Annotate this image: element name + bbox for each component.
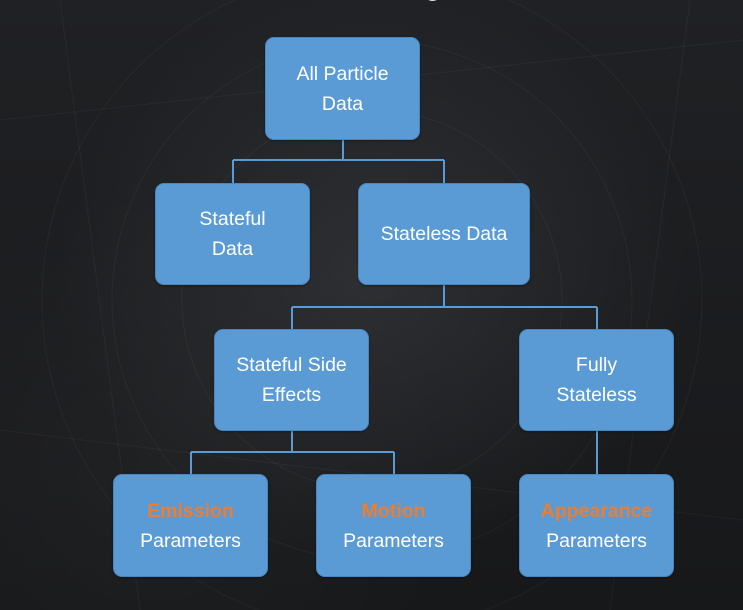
node-stateless-data: Stateless Data <box>358 183 530 285</box>
node-motion-accent-label: Motion <box>361 499 426 522</box>
connector-side-effects-to-leaves <box>190 431 395 474</box>
node-stateful-data: Stateful Data <box>155 183 310 285</box>
node-all-particle-data: All Particle Data <box>265 37 420 140</box>
node-fully-stateless-line2: Stateless <box>556 384 637 406</box>
node-emission-line2: Parameters <box>140 529 241 552</box>
node-motion-line2: Parameters <box>343 529 444 552</box>
node-appearance-accent-label: Appearance <box>540 499 653 522</box>
node-stateful-side-effects-line1: Stateful Side <box>236 354 347 376</box>
node-fully-stateless: Fully Stateless <box>519 329 674 431</box>
node-all-particle-data-line2: Data <box>321 92 364 115</box>
node-stateful-data-line1: Stateful <box>199 208 266 230</box>
node-fully-stateless-line1: Fully <box>575 354 618 376</box>
connector-stateless-to-level3 <box>291 285 598 329</box>
node-stateful-data-line2: Data <box>211 238 254 260</box>
node-appearance-parameters: Appearance Parameters <box>519 474 674 577</box>
node-emission-accent-label: Emission <box>147 499 234 522</box>
node-emission-parameters: Emission Parameters <box>113 474 268 577</box>
node-stateful-side-effects: Stateful Side Effects <box>214 329 369 431</box>
connector-root-to-level2 <box>232 140 445 183</box>
node-all-particle-data-line1: All Particle <box>296 62 389 85</box>
node-motion-parameters: Motion Parameters <box>316 474 471 577</box>
node-stateful-side-effects-line2: Effects <box>261 384 322 406</box>
node-stateless-data-label: Stateless Data <box>380 223 508 245</box>
node-appearance-line2: Parameters <box>546 529 647 552</box>
